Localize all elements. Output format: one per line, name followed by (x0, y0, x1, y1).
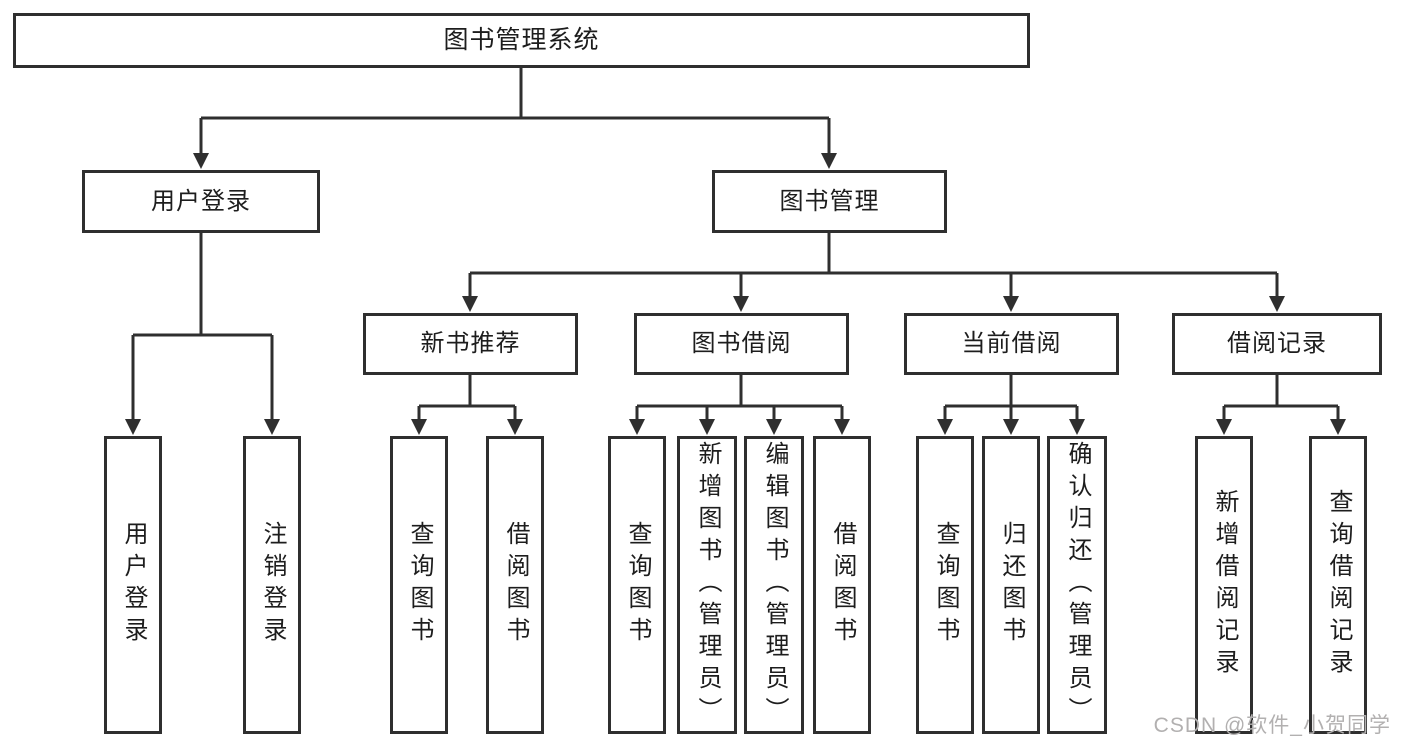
leaf-logout: 注销登录 (243, 436, 301, 734)
arrowhead (1269, 296, 1285, 312)
arrowhead (193, 153, 209, 169)
arrowhead (937, 419, 953, 435)
leaf-add-books-admin: 新增图书（管理员） (677, 436, 737, 734)
leaf-borrow-books-recommend: 借阅图书 (486, 436, 544, 734)
connector-current-borrow-children (943, 375, 1079, 422)
node-label: 用户登录 (151, 187, 251, 215)
csdn-watermark: CSDN @软件_小贺同学 (1153, 714, 1391, 737)
arrowhead (1330, 419, 1346, 435)
leaf-label: 查询借阅记录 (1325, 489, 1352, 681)
node-label: 借阅记录 (1227, 330, 1327, 357)
leaf-query-books-borrow: 查询图书 (608, 436, 666, 734)
arrowhead (629, 419, 645, 435)
node-label: 图书借阅 (691, 330, 792, 357)
leaf-query-borrow-record: 查询借阅记录 (1309, 436, 1367, 734)
leaf-label: 编辑图书（管理员） (761, 441, 788, 729)
connector-root-to-level2 (199, 68, 831, 156)
node-library-management-system: 图书管理系统 (13, 13, 1030, 68)
node-borrow-record: 借阅记录 (1172, 313, 1382, 375)
leaf-label: 查询图书 (624, 521, 651, 649)
leaf-label: 确认归还（管理员） (1064, 441, 1091, 729)
arrowhead (766, 419, 782, 435)
leaf-confirm-return-admin: 确认归还（管理员） (1047, 436, 1107, 734)
leaf-label: 借阅图书 (502, 521, 529, 649)
arrowhead (1003, 296, 1019, 312)
arrowhead (125, 419, 141, 435)
leaf-query-books-recommend: 查询图书 (390, 436, 448, 734)
node-label: 新书推荐 (420, 330, 521, 357)
leaf-user-login: 用户登录 (104, 436, 162, 734)
connector-book-borrow-children (635, 375, 844, 422)
node-new-book-recommend: 新书推荐 (363, 313, 578, 375)
connector-user-login-children (131, 233, 274, 422)
arrowhead (821, 153, 837, 169)
node-user-login: 用户登录 (82, 170, 320, 233)
arrowhead (699, 419, 715, 435)
node-current-borrow: 当前借阅 (904, 313, 1119, 375)
leaf-label: 注销登录 (259, 521, 286, 649)
arrowhead (1216, 419, 1232, 435)
leaf-label: 归还图书 (998, 521, 1025, 649)
leaf-label: 新增借阅记录 (1211, 489, 1238, 681)
leaf-label: 查询图书 (932, 521, 959, 649)
arrowhead (1069, 419, 1085, 435)
node-book-management: 图书管理 (712, 170, 947, 233)
arrowhead (834, 419, 850, 435)
arrowhead (1003, 419, 1019, 435)
leaf-query-books-current: 查询图书 (916, 436, 974, 734)
leaf-borrow-books: 借阅图书 (813, 436, 871, 734)
node-label: 当前借阅 (961, 330, 1062, 357)
node-book-borrow: 图书借阅 (634, 313, 849, 375)
leaf-label: 借阅图书 (829, 521, 856, 649)
leaf-label: 用户登录 (120, 521, 147, 649)
leaf-label: 新增图书（管理员） (694, 441, 721, 729)
leaf-label: 查询图书 (406, 521, 433, 649)
arrowhead (264, 419, 280, 435)
connector-book-management-children (468, 233, 1279, 299)
leaf-return-books: 归还图书 (982, 436, 1040, 734)
arrowhead (462, 296, 478, 312)
connector-borrow-record-children (1222, 375, 1340, 422)
arrowhead (411, 419, 427, 435)
node-label: 图书管理 (779, 187, 880, 215)
connector-new-book-children (417, 375, 517, 422)
leaf-edit-books-admin: 编辑图书（管理员） (744, 436, 804, 734)
arrowhead (507, 419, 523, 435)
leaf-add-borrow-record: 新增借阅记录 (1195, 436, 1253, 734)
arrowhead (733, 296, 749, 312)
node-label: 图书管理系统 (443, 26, 600, 54)
